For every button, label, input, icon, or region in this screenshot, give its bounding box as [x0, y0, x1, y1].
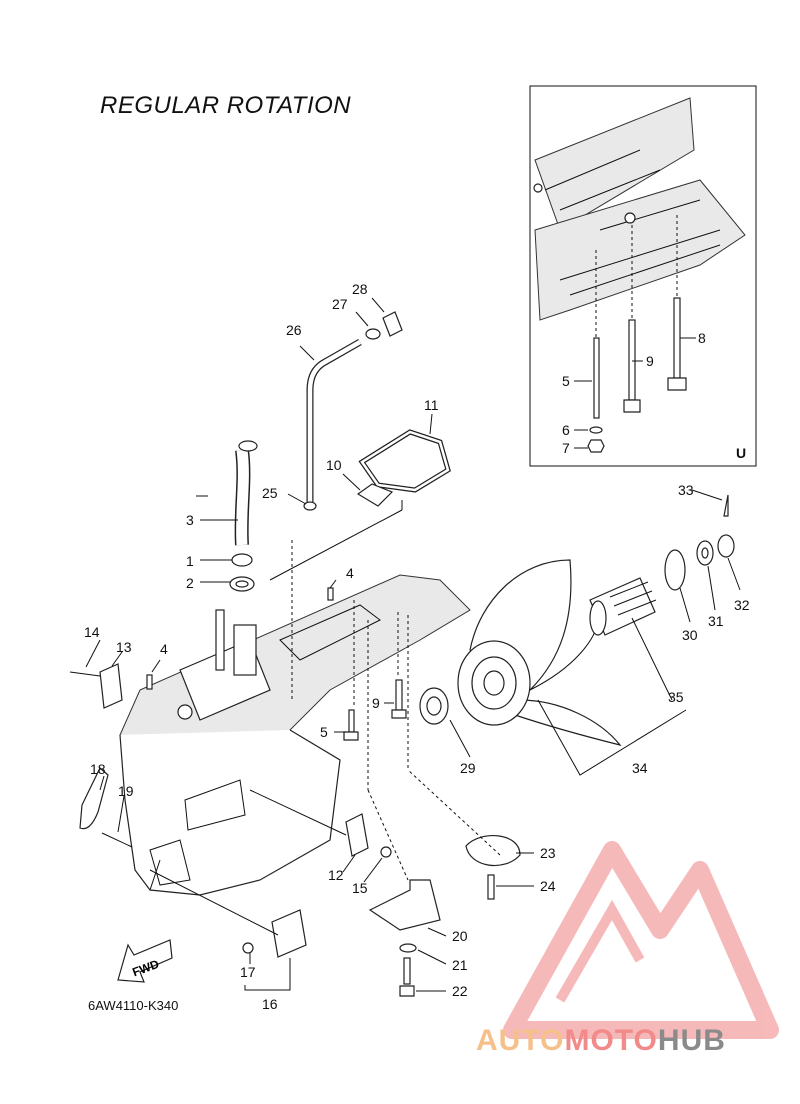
lower-casing [119, 574, 471, 896]
watermark-part3: HUB [657, 1024, 726, 1057]
callout-27: 27 [332, 296, 348, 312]
leader-lines [85, 297, 741, 992]
callout-5b: 5 [562, 373, 570, 389]
propeller [457, 559, 622, 747]
assembly-guides [291, 540, 501, 881]
callout-35: 35 [668, 689, 684, 705]
callout-18: 18 [90, 761, 106, 777]
callout-32: 32 [734, 597, 750, 613]
callout-14: 14 [84, 624, 100, 640]
small-parts [69, 587, 521, 997]
callout-5a: 5 [320, 724, 328, 740]
callout-9b: 9 [646, 353, 654, 369]
gasket-set [356, 429, 451, 507]
callout-4a: 4 [346, 565, 354, 581]
water-tube [229, 440, 258, 592]
watermark-text: AUTOMOTOHUB [476, 1024, 726, 1058]
callout-26: 26 [286, 322, 302, 338]
callout-9a: 9 [372, 695, 380, 711]
callout-13: 13 [116, 639, 132, 655]
callout-1: 1 [186, 553, 194, 569]
diagram-title: REGULAR ROTATION [100, 92, 352, 119]
callout-19: 19 [118, 783, 134, 799]
watermark-part1: AUTO [476, 1024, 565, 1057]
callout-34: 34 [632, 760, 648, 776]
callout-8: 8 [698, 330, 706, 346]
watermark-part2: MOTO [564, 1024, 658, 1057]
callout-numbers: 1 2 3 4 4 5 5 6 7 8 9 9 10 11 12 13 14 1… [84, 281, 750, 1012]
callout-6: 6 [562, 422, 570, 438]
callout-21: 21 [452, 957, 468, 973]
callout-20: 20 [452, 928, 468, 944]
callout-15: 15 [352, 880, 368, 896]
callout-25: 25 [262, 485, 278, 501]
callout-17: 17 [240, 964, 256, 980]
inset-tag: U [736, 445, 746, 461]
callout-12: 12 [328, 867, 344, 883]
callout-2: 2 [186, 575, 194, 591]
callout-22: 22 [452, 983, 468, 999]
callout-10: 10 [326, 457, 342, 473]
callout-3: 3 [186, 512, 194, 528]
callout-7: 7 [562, 440, 570, 456]
callout-4b: 4 [160, 641, 168, 657]
diagram-code: 6AW4110-K340 [88, 998, 179, 1013]
callout-30: 30 [682, 627, 698, 643]
watermark-logo [503, 841, 779, 1039]
propeller-hardware [419, 494, 735, 725]
callout-11: 11 [424, 397, 439, 413]
callout-31: 31 [708, 613, 724, 629]
callout-23: 23 [540, 845, 556, 861]
callout-24: 24 [540, 878, 556, 894]
callout-33: 33 [678, 482, 694, 498]
callout-28: 28 [352, 281, 368, 297]
callout-29: 29 [460, 760, 476, 776]
callout-16: 16 [262, 996, 278, 1012]
inset-panel [529, 85, 757, 467]
cooling-pipe [303, 311, 403, 511]
